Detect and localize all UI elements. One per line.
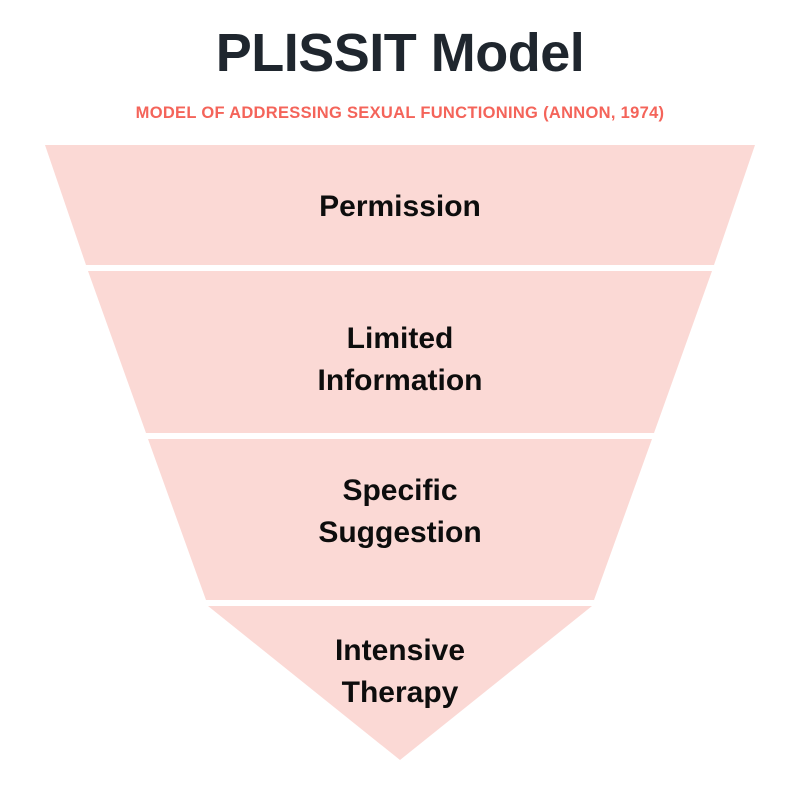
page-title: PLISSIT Model bbox=[215, 23, 585, 83]
funnel-segment-1-shape bbox=[45, 145, 755, 265]
funnel-segment-2-shape bbox=[88, 271, 712, 433]
funnel-segment-4-shape bbox=[208, 606, 592, 760]
funnel-segment-3-shape bbox=[148, 439, 652, 600]
funnel-segment-2-label: Limited Information bbox=[317, 322, 483, 397]
funnel-segment-4-label: Intensive Therapy bbox=[334, 634, 466, 709]
funnel-segment-3-label: Specific Suggestion bbox=[318, 474, 482, 549]
page-subtitle: MODEL OF ADDRESSING SEXUAL FUNCTIONING (… bbox=[135, 104, 665, 122]
funnel-segment-1-label: Permission bbox=[319, 190, 481, 223]
